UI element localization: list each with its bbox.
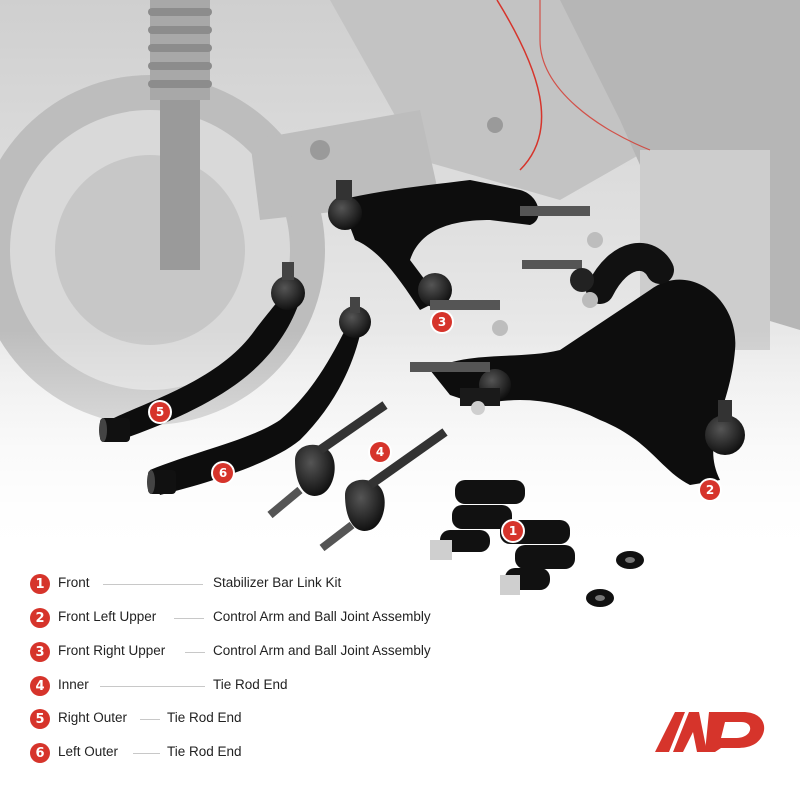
ap-logo-icon: [655, 712, 765, 752]
control-arm-2: [410, 242, 745, 485]
control-arm-3: [328, 180, 603, 336]
callout-6: 6: [213, 463, 233, 483]
inner-tie-rod-4: [267, 401, 448, 552]
callout-3: 3: [432, 312, 452, 332]
stabilizer-link-1: [430, 480, 644, 607]
tie-rod-end-6: [147, 297, 371, 495]
callout-1: 1: [503, 521, 523, 541]
callout-2: 2: [700, 480, 720, 500]
callout-5: 5: [150, 402, 170, 422]
callout-4: 4: [370, 442, 390, 462]
